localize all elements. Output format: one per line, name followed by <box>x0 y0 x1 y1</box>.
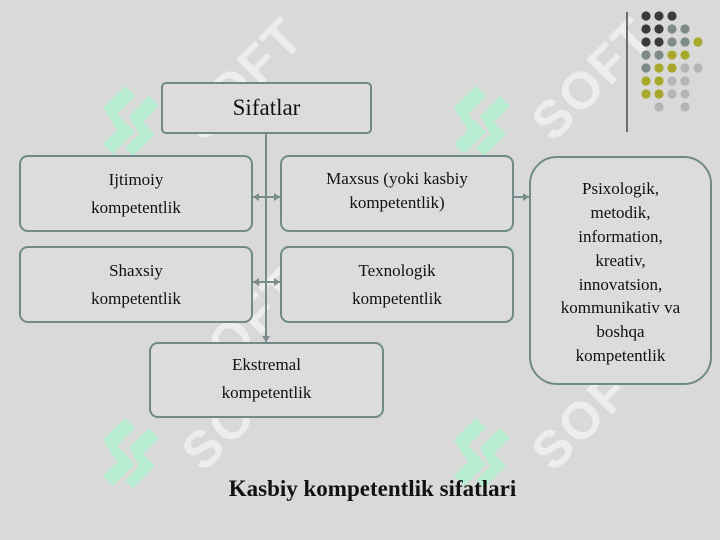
node-label: Maxsus (yoki kasbiy <box>326 169 468 188</box>
node-label: Sifatlar <box>232 95 301 121</box>
decorative-dot <box>667 63 677 73</box>
node-label: metodik, <box>590 203 651 223</box>
node-label: kompetentlik <box>91 198 181 218</box>
decorative-dot <box>667 50 677 60</box>
node-label: kompetentlik <box>91 289 181 309</box>
decorative-dot <box>641 89 651 99</box>
node-label: Ekstremal <box>232 355 301 374</box>
decorative-dot <box>667 11 677 21</box>
node-label: boshqa <box>596 322 645 342</box>
node-label: Texnologik <box>358 261 436 280</box>
decorative-dot <box>641 50 651 60</box>
decorative-divider <box>626 12 628 132</box>
decorative-dots <box>641 11 703 112</box>
node-label: Psixologik, <box>582 179 659 199</box>
decorative-dot <box>667 24 677 34</box>
node-label: Ijtimoiy <box>108 170 164 189</box>
slide-title: Kasbiy kompetentlik sifatlari <box>228 476 517 501</box>
decorative-dot <box>654 76 664 86</box>
decorative-dot <box>680 63 690 73</box>
node-ijtimoiy: Ijtimoiy kompetentlik <box>19 155 253 232</box>
node-label: kompetentlik <box>575 345 666 365</box>
node-ekstremal: Ekstremal kompetentlik <box>149 342 384 418</box>
decorative-dot <box>680 102 690 112</box>
node-label: information, <box>578 226 663 246</box>
decorative-dot <box>654 24 664 34</box>
node-label: innovatsion, <box>578 274 663 294</box>
decorative-dot <box>641 37 651 47</box>
node-texnologik: Texnologik kompetentlik <box>280 246 514 323</box>
decorative-dot <box>680 50 690 60</box>
decorative-dot <box>654 37 664 47</box>
node-label: kommunikativ va <box>560 298 681 318</box>
decorative-dot <box>680 24 690 34</box>
node-psixologik: Psixologik, metodik, information, kreati… <box>529 156 712 385</box>
decorative-dot <box>680 76 690 86</box>
decorative-dot <box>641 24 651 34</box>
decorative-dot <box>667 76 677 86</box>
node-label: kompetentlik) <box>349 192 445 212</box>
decorative-dot <box>654 50 664 60</box>
root-node-sifatlar: Sifatlar <box>161 82 372 134</box>
node-label: Shaxsiy <box>109 261 163 280</box>
decorative-dot <box>641 76 651 86</box>
node-label: kreativ, <box>595 250 646 270</box>
node-shaxsiy: Shaxsiy kompetentlik <box>19 246 253 323</box>
decorative-dot <box>680 89 690 99</box>
decorative-dot <box>667 37 677 47</box>
node-maxsus: Maxsus (yoki kasbiy kompetentlik) <box>280 155 514 232</box>
decorative-dot <box>693 63 703 73</box>
decorative-dot <box>641 11 651 21</box>
decorative-dot <box>680 37 690 47</box>
decorative-dot <box>667 89 677 99</box>
decorative-dot <box>654 102 664 112</box>
decorative-dot <box>693 37 703 47</box>
node-label: kompetentlik <box>221 383 312 403</box>
decorative-dot <box>641 63 651 73</box>
decorative-dot <box>654 89 664 99</box>
decorative-dot <box>654 11 664 21</box>
decorative-dot <box>654 63 664 73</box>
node-label: kompetentlik <box>352 289 442 309</box>
